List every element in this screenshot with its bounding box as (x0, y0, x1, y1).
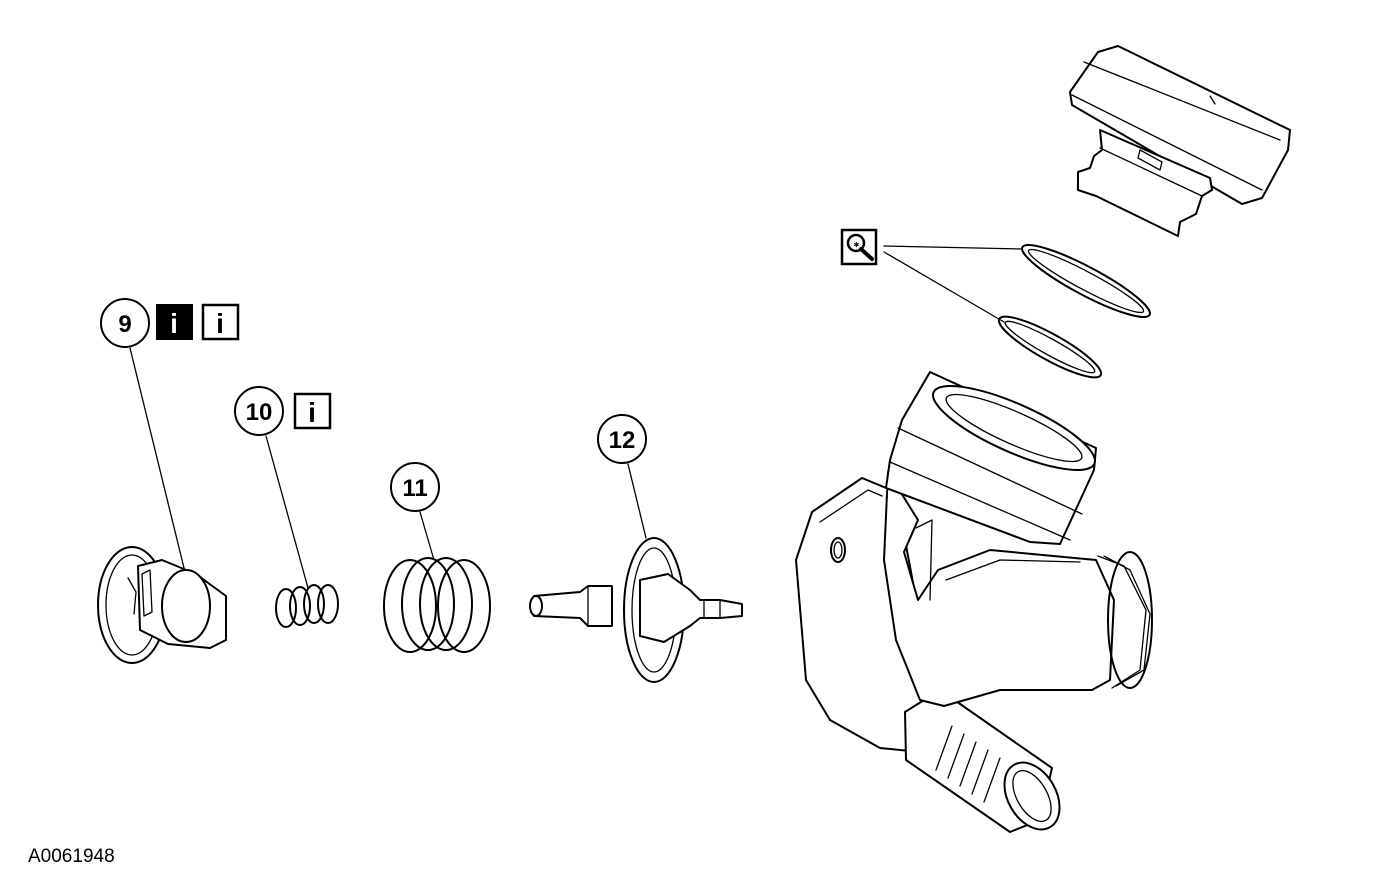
magnifier-inspect-icon: ∗ (840, 228, 878, 266)
leader-line-11 (419, 511, 435, 561)
leader-line-10 (265, 435, 309, 589)
leader-line-inspect-upper (883, 245, 1023, 250)
leader-line-12 (627, 463, 647, 539)
part-10-small-spring (275, 584, 339, 628)
info-icon-glyph-outline-10: i (308, 397, 316, 428)
callout-11-label: 11 (402, 475, 427, 502)
callout-10: 10 (234, 386, 284, 436)
callout-10-label: 10 (246, 399, 273, 426)
callout-12-label: 12 (609, 427, 636, 454)
info-icon: i (156, 304, 193, 340)
callout-11: 11 (390, 462, 440, 512)
info-icon-glyph-filled: i (170, 308, 178, 339)
info-icon: i (201, 303, 240, 341)
callout-9: 9 (100, 298, 150, 348)
o-ring-lower (997, 315, 1103, 379)
leader-line-9 (129, 347, 185, 569)
figure-id: A0061948 (28, 846, 115, 867)
pressure-cap (1069, 45, 1291, 237)
thermostat-housing (795, 371, 1153, 833)
info-icon-glyph-outline: i (216, 308, 224, 339)
callout-9-label: 9 (118, 311, 131, 338)
svg-text:∗: ∗ (853, 240, 860, 249)
part-9-thermostat-insert (97, 546, 227, 664)
info-icon: i (293, 392, 332, 430)
o-ring-upper (1021, 244, 1151, 318)
callout-12: 12 (597, 414, 647, 464)
leader-line-inspect-lower (883, 251, 1005, 323)
part-11-large-spring (383, 557, 491, 653)
part-12-thermostat (529, 537, 743, 683)
